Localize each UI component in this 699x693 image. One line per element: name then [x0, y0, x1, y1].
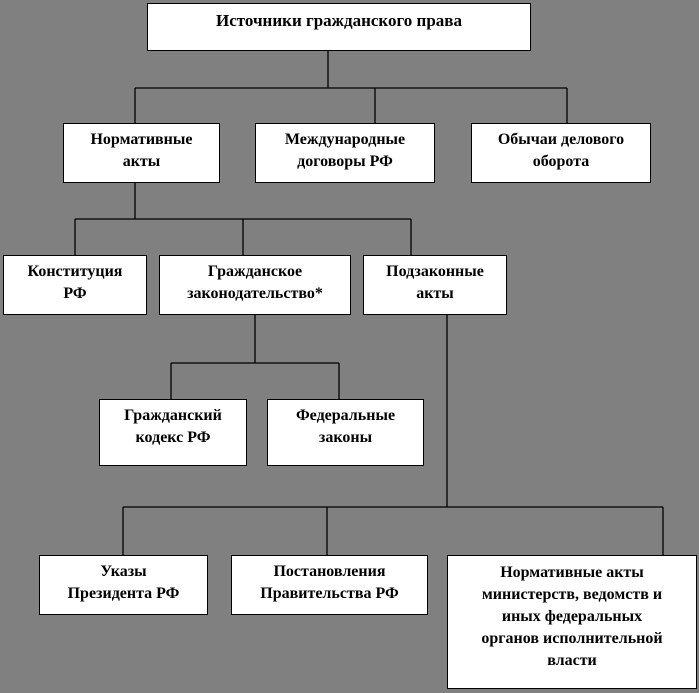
node-label: Источники гражданского права — [216, 11, 462, 30]
node-government-resolutions: Постановления Правительства РФ — [231, 555, 428, 615]
node-label: Гражданский кодекс РФ — [124, 407, 222, 446]
node-business-customs: Обычаи делового оборота — [471, 123, 651, 183]
node-label: Нормативные акты министерств, ведомств и… — [481, 564, 663, 669]
node-label: Международные договоры РФ — [284, 131, 406, 170]
node-civil-law-sources: Источники гражданского права — [147, 3, 531, 51]
node-normative-acts: Нормативные акты — [63, 123, 220, 183]
node-international-treaties: Международные договоры РФ — [255, 123, 435, 183]
node-presidential-decrees: Указы Президента РФ — [39, 555, 208, 615]
node-bylaws: Подзаконные акты — [363, 255, 507, 315]
node-label: Федеральные законы — [295, 407, 396, 446]
node-label: Обычаи делового оборота — [497, 131, 625, 170]
node-label: Гражданское законодательство* — [187, 263, 323, 302]
node-constitution: Конституция РФ — [3, 255, 147, 315]
node-label: Указы Президента РФ — [67, 563, 180, 602]
node-label: Конституция РФ — [27, 263, 123, 302]
node-federal-laws: Федеральные законы — [267, 399, 424, 466]
node-label: Нормативные акты — [90, 131, 193, 170]
node-label: Постановления Правительства РФ — [260, 563, 399, 602]
node-label: Подзаконные акты — [386, 263, 484, 302]
node-civil-legislation: Гражданское законодательство* — [159, 255, 351, 315]
node-ministry-acts: Нормативные акты министерств, ведомств и… — [447, 555, 697, 689]
node-civil-code: Гражданский кодекс РФ — [99, 399, 247, 466]
